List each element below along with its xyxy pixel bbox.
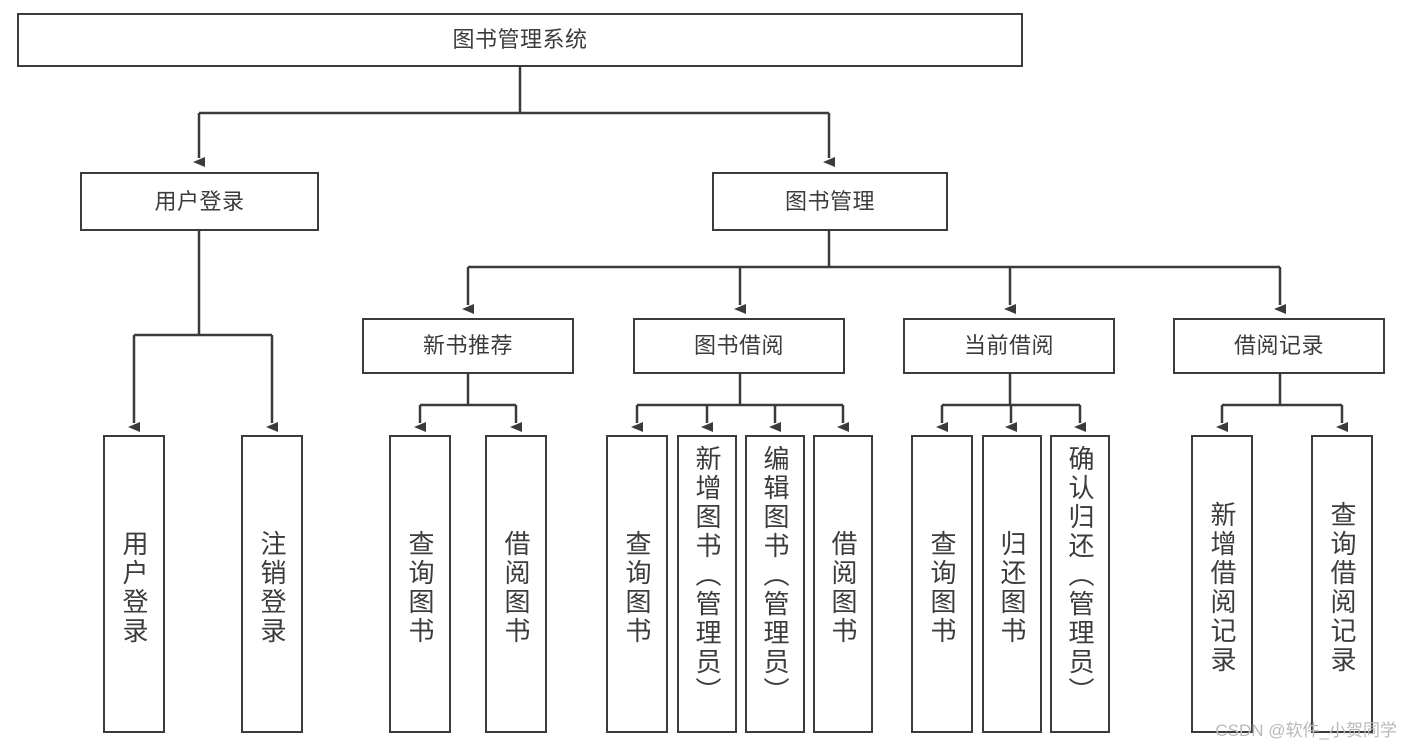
node-label: 当前借阅: [963, 333, 1054, 359]
node-label: 查询借阅记录: [1327, 501, 1357, 675]
leaf-user-login-logout[interactable]: 注销登录: [241, 435, 303, 733]
node-label: 图书管理系统: [452, 27, 588, 53]
leaf-record-add-record[interactable]: 新增借阅记录: [1191, 435, 1253, 733]
leaf-borrow-query-book[interactable]: 查询图书: [606, 435, 668, 733]
node-label: 借阅图书: [501, 530, 531, 646]
leaf-record-query-record[interactable]: 查询借阅记录: [1311, 435, 1373, 733]
node-label: 借阅图书: [828, 530, 858, 646]
node-book-management[interactable]: 图书管理: [712, 172, 948, 231]
node-label: 借阅记录: [1233, 333, 1324, 359]
leaf-current-query-book[interactable]: 查询图书: [911, 435, 973, 733]
node-root-system[interactable]: 图书管理系统: [17, 13, 1023, 67]
leaf-user-login-login[interactable]: 用户登录: [103, 435, 165, 733]
node-user-login[interactable]: 用户登录: [80, 172, 319, 231]
node-label: 归还图书: [997, 530, 1027, 646]
node-label: 用户登录: [154, 188, 245, 214]
leaf-borrow-borrow-book[interactable]: 借阅图书: [813, 435, 873, 733]
node-label: 图书借阅: [693, 333, 784, 359]
leaf-current-return-book[interactable]: 归还图书: [982, 435, 1042, 733]
node-label: 新增借阅记录: [1207, 501, 1237, 675]
node-current-borrow[interactable]: 当前借阅: [903, 318, 1115, 374]
node-book-borrow[interactable]: 图书借阅: [633, 318, 845, 374]
node-label: 确认归还（管理员）: [1065, 445, 1095, 706]
leaf-recommend-query-book[interactable]: 查询图书: [389, 435, 451, 733]
node-label: 注销登录: [257, 530, 287, 646]
node-borrow-record[interactable]: 借阅记录: [1173, 318, 1385, 374]
leaf-recommend-borrow-book[interactable]: 借阅图书: [485, 435, 547, 733]
leaf-borrow-add-book[interactable]: 新增图书（管理员）: [677, 435, 737, 733]
leaf-borrow-edit-book[interactable]: 编辑图书（管理员）: [745, 435, 805, 733]
node-label: 查询图书: [927, 530, 957, 646]
leaf-current-confirm-return[interactable]: 确认归还（管理员）: [1050, 435, 1110, 733]
node-label: 查询图书: [622, 530, 652, 646]
node-label: 查询图书: [405, 530, 435, 646]
node-new-book-recommend[interactable]: 新书推荐: [362, 318, 574, 374]
node-label: 新增图书（管理员）: [692, 445, 722, 706]
node-label: 图书管理: [784, 188, 875, 214]
node-label: 用户登录: [119, 530, 149, 646]
node-label: 编辑图书（管理员）: [760, 445, 790, 706]
node-label: 新书推荐: [422, 333, 513, 359]
